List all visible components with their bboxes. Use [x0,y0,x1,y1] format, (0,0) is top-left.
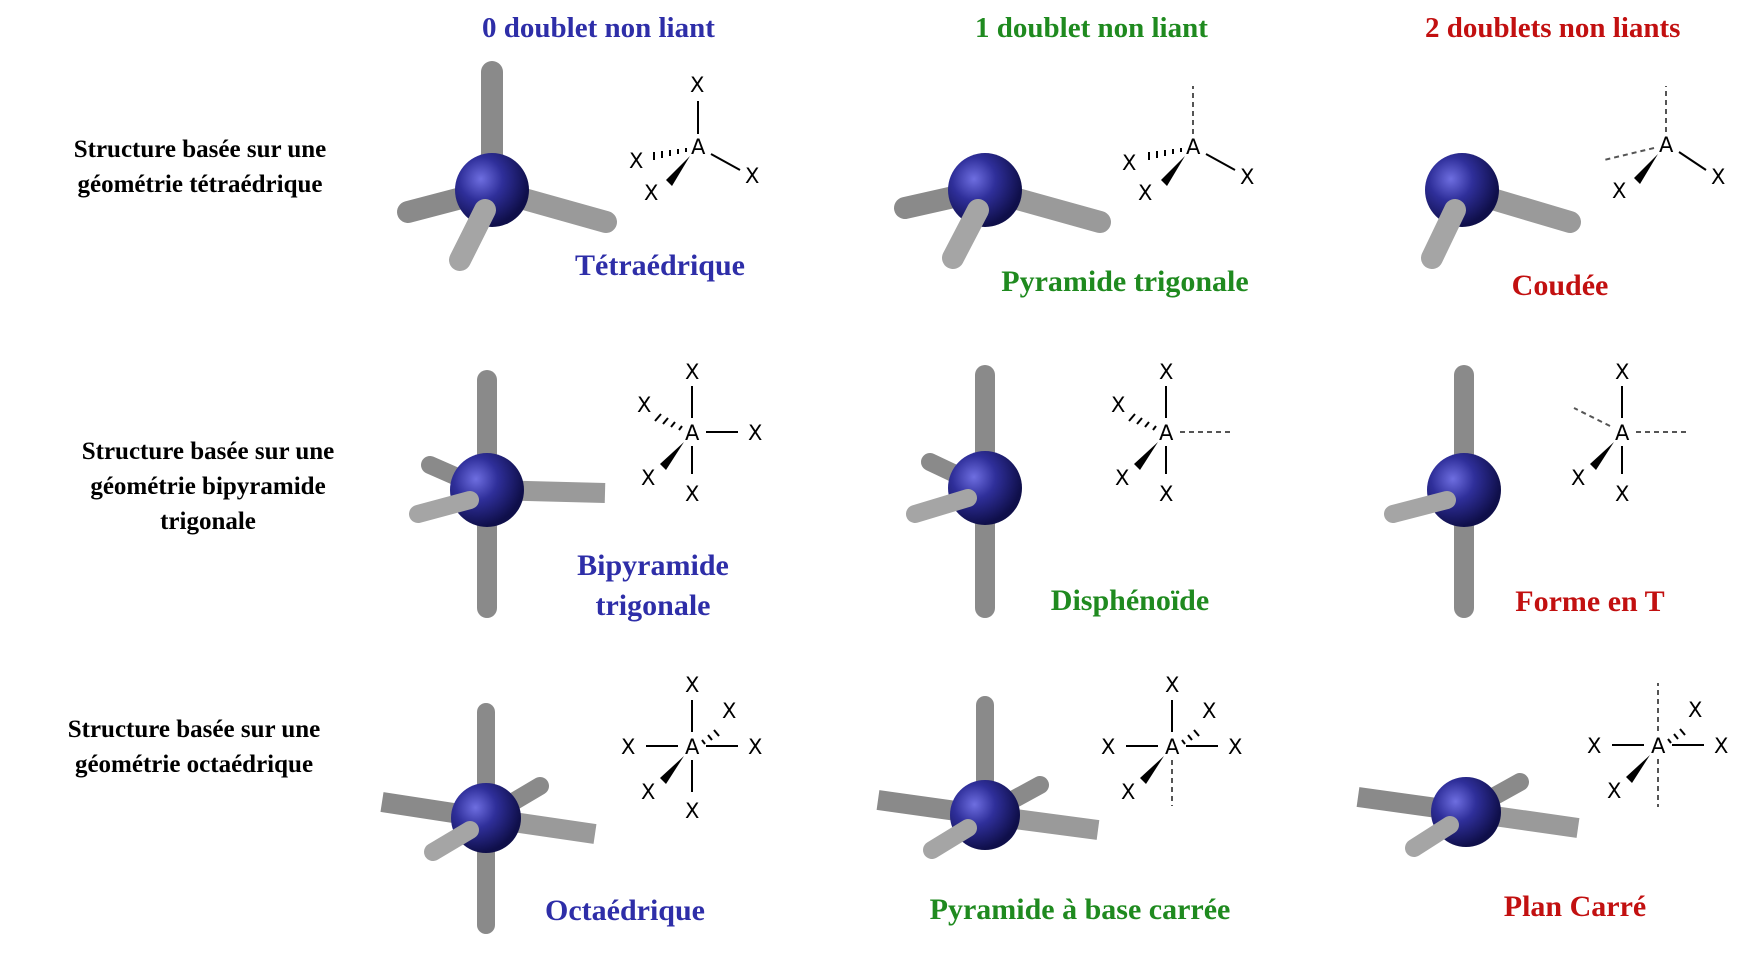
ligand-label: X [1607,779,1621,803]
row-label-line: Structure basée sur une [67,716,321,743]
shape-name-coudee: Coudée [1511,269,1609,302]
lewis-octaedrique [646,700,738,792]
shape-name-plan-carre: Plan Carré [1503,890,1647,923]
shape-name-tetraedrique: Tétraédrique [575,249,745,282]
ligand-label: X [629,149,643,173]
row-label-octaedrique: Structure basée sur une géométrie octaéd… [44,712,344,782]
row-label-line: géométrie tétraédrique [77,171,323,198]
shape-name-disphenoide: Disphénoïde [1050,584,1210,617]
lewis-coudee [1603,86,1707,184]
column-header-1-doublet: 1 doublet non liant [975,12,1208,44]
atom-label: A [685,735,700,759]
lewis-bipyramide-trigonale [654,386,738,474]
ligand-label: X [1714,734,1728,758]
lewis-forme-t [1573,386,1686,474]
model-tetraedrique [397,61,617,271]
model-pyramide-base-carree [876,696,1100,859]
row-label-line: géométrie bipyramide [90,473,326,500]
shape-name-forme-t: Forme en T [1515,585,1665,618]
ligand-label: X [690,73,704,97]
ligand-label: X [685,799,699,823]
ligand-label: X [637,393,651,417]
row-label-line: Structure basée sur une [73,136,327,163]
row-label-tetraedrique: Structure basée sur une géométrie tétraé… [50,132,350,202]
ligand-label: X [1111,393,1125,417]
ligand-label: X [621,735,635,759]
atom-label: A [1659,133,1674,157]
model-coudee [1421,153,1581,269]
ligand-label: X [1121,780,1135,804]
shape-name-pyramide-trigonale: Pyramide trigonale [1001,265,1249,298]
model-disphenoide [906,365,1022,618]
ligand-label: X [1159,482,1173,506]
ligand-label: X [1138,181,1152,205]
row-label-line: Structure basée sur une [81,438,335,465]
atom-label: A [1159,421,1174,445]
atom-label: A [685,421,700,445]
ligand-label: X [1240,165,1254,189]
ligand-label: X [685,482,699,506]
ligand-label: X [1612,179,1626,203]
lewis-pyramide-trigonale [1148,86,1236,186]
row-label-bipyramide: Structure basée sur une géométrie bipyra… [58,434,358,539]
lewis-pyramide-base-carree [1126,700,1218,806]
shape-name-octaedrique: Octaédrique [545,894,705,927]
ligand-label: X [1615,482,1629,506]
model-pyramide-trigonale [894,153,1111,269]
ligand-label: X [641,466,655,490]
ligand-label: X [745,164,759,188]
ligand-label: X [1688,698,1702,722]
ligand-label: X [1711,165,1725,189]
atom-label: A [1615,421,1630,445]
lewis-tetraedrique [653,101,741,186]
atom-label: A [1186,135,1201,159]
column-header-2-doublets: 2 doublets non liants [1425,12,1681,44]
lewis-disphenoide [1128,386,1230,474]
shape-name-bipyramide-trigonale: Bipyramide trigonale [548,546,758,626]
ligand-label: X [1115,466,1129,490]
ligand-label: X [1615,360,1629,384]
model-plan-carre [1356,773,1580,857]
row-label-line: géométrie octaédrique [74,751,314,778]
ligand-label: X [1122,151,1136,175]
ligand-label: X [1202,699,1216,723]
ligand-label: X [685,673,699,697]
column-header-0-doublet: 0 doublet non liant [482,12,715,44]
ligand-label: X [685,360,699,384]
ligand-label: X [641,780,655,804]
lewis-plan-carre [1612,683,1704,807]
model-forme-t [1384,365,1501,618]
shape-name-pyramide-base-carree: Pyramide à base carrée [929,893,1231,926]
atom-label: A [1165,735,1180,759]
ligand-label: X [1101,735,1115,759]
ligand-label: X [748,421,762,445]
ligand-label: X [1228,735,1242,759]
ligand-label: X [748,735,762,759]
row-label-line: trigonale [160,508,256,535]
ligand-label: X [1587,734,1601,758]
ligand-label: X [1159,360,1173,384]
shape-name-line: Bipyramide [577,549,729,582]
ligand-label: X [644,181,658,205]
shape-name-line: trigonale [595,589,711,622]
atom-label: A [691,135,706,159]
ligand-label: X [722,699,736,723]
ligand-label: X [1165,673,1179,697]
atom-label: A [1651,734,1666,758]
ligand-label: X [1571,466,1585,490]
